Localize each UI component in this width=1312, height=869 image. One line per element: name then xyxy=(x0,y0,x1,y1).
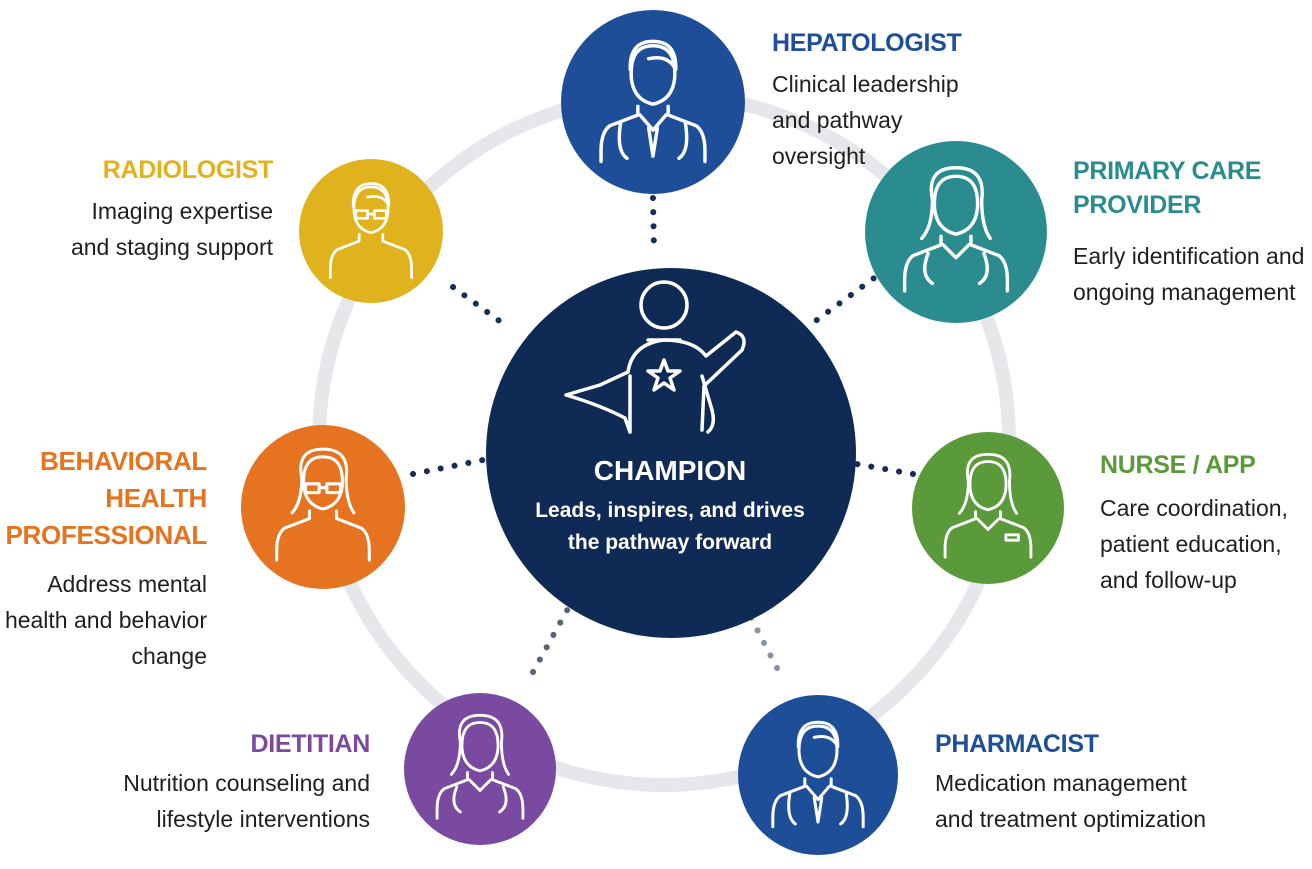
connector-behavioral xyxy=(410,457,486,477)
nurse-description: Care coordination, patient education, an… xyxy=(1100,495,1288,593)
hepatologist-description: Clinical leadership and pathway oversigh… xyxy=(772,71,959,169)
connector-primary-care xyxy=(807,267,888,328)
hepatologist-title: HEPATOLOGIST xyxy=(772,29,962,57)
champion-circle xyxy=(486,268,856,638)
primary-care-description: Early identification and ongoing managem… xyxy=(1073,243,1305,305)
connector-pharmacist xyxy=(745,609,780,671)
dietitian-description: Nutrition counseling and lifestyle inter… xyxy=(123,770,370,832)
champion-description: Leads, inspires, and drives the pathway … xyxy=(535,499,805,554)
behavioral-description: Address mental health and behavior chang… xyxy=(4,571,207,669)
dietitian-title: DIETITIAN xyxy=(250,730,370,758)
radiologist-description: Imaging expertise and staging support xyxy=(70,198,273,260)
connector-dietitian xyxy=(530,602,573,675)
radiologist-title: RADIOLOGIST xyxy=(102,156,274,184)
primary-care-title: PRIMARY CARE PROVIDER xyxy=(1073,157,1262,219)
connector-radiologist xyxy=(450,284,508,328)
nurse-title: NURSE / APP xyxy=(1100,451,1256,479)
superhero-icon xyxy=(564,280,746,434)
pharmacist-title: PHARMACIST xyxy=(935,730,1099,758)
pharmacist-description: Medication management and treatment opti… xyxy=(935,770,1207,832)
champion-title: CHAMPION xyxy=(593,455,747,486)
behavioral-title: BEHAVIORAL HEALTH PROFESSIONAL xyxy=(5,446,207,550)
connector-nurse xyxy=(842,459,916,477)
connector-hepatologist xyxy=(650,195,657,253)
